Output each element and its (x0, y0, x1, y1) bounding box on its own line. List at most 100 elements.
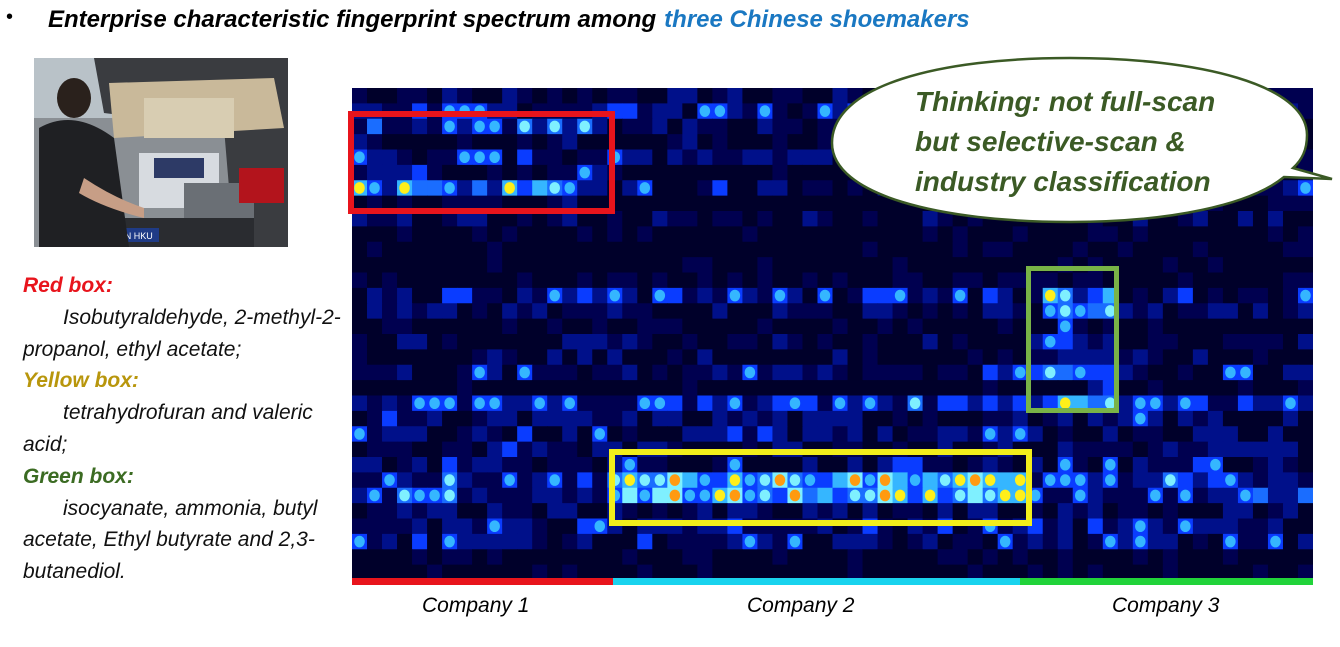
heatmap-cell (817, 211, 833, 227)
heatmap-cell (352, 303, 368, 320)
heatmap-cell (757, 226, 773, 243)
heatmap-cell (1207, 410, 1224, 427)
heatmap-cell (577, 211, 593, 227)
heatmap-cell (1072, 564, 1089, 580)
heatmap-cell (802, 318, 818, 335)
heatmap-peak (444, 535, 455, 548)
heatmap-cell (1207, 318, 1224, 335)
heatmap-cell (1132, 334, 1149, 350)
heatmap-cell (562, 241, 578, 258)
heatmap-cell (502, 533, 518, 550)
heatmap-cell (727, 149, 743, 166)
heatmap-cell (637, 134, 653, 151)
heatmap-cell (457, 303, 473, 320)
heatmap-cell (697, 226, 713, 243)
heatmap-cell (1282, 272, 1299, 289)
heatmap-cell (847, 211, 864, 227)
heatmap-cell (592, 149, 608, 166)
heatmap-cell (562, 118, 578, 135)
heatmap-cell (622, 103, 638, 120)
heatmap-cell (997, 334, 1014, 350)
heatmap-cell (1207, 334, 1224, 350)
heatmap-cell (787, 134, 803, 151)
heatmap-cell (772, 564, 788, 580)
heatmap-cell (412, 410, 428, 427)
heatmap-cell (427, 180, 443, 197)
heatmap-cell (547, 211, 563, 227)
heatmap-cell (772, 503, 788, 520)
heatmap-cell (442, 88, 458, 104)
heatmap-cell (727, 257, 743, 274)
heatmap-cell (1147, 426, 1164, 443)
heatmap-cell (457, 457, 473, 473)
heatmap-cell (412, 518, 428, 535)
heatmap-cell (697, 318, 713, 335)
heatmap-cell (817, 426, 833, 443)
heatmap-peak (1105, 397, 1116, 410)
heatmap-cell (892, 349, 909, 366)
heatmap-peak (549, 474, 560, 486)
heatmap-cell (577, 257, 593, 274)
heatmap-cell (1297, 503, 1313, 520)
heatmap-cell (937, 303, 954, 320)
heatmap-cell (367, 349, 383, 366)
heatmap-cell (637, 88, 653, 104)
heatmap-cell (547, 564, 563, 580)
heatmap-cell (622, 134, 638, 151)
heatmap-cell (637, 241, 653, 258)
heatmap-cell (1222, 318, 1239, 335)
heatmap-cell (757, 533, 773, 550)
heatmap-cell (457, 395, 473, 412)
heatmap-cell (352, 564, 368, 580)
heatmap-cell (397, 303, 413, 320)
heatmap-cell (1192, 457, 1209, 473)
heatmap-peak (999, 489, 1011, 502)
heatmap-cell (787, 318, 803, 335)
heatmap-cell (967, 487, 984, 504)
heatmap-cell (592, 487, 608, 504)
heatmap-cell (1132, 564, 1149, 580)
heatmap-cell (982, 318, 999, 335)
heatmap-peak (534, 397, 545, 410)
heatmap-cell (712, 180, 728, 197)
heatmap-cell (847, 410, 864, 427)
heatmap-cell (352, 441, 368, 458)
heatmap-cell (712, 472, 728, 489)
heatmap-cell (427, 318, 443, 335)
heatmap-peak (744, 535, 756, 548)
heatmap-cell (1162, 257, 1179, 274)
heatmap-cell (487, 257, 503, 274)
heatmap-cell (877, 226, 894, 243)
heatmap-peak (639, 489, 651, 502)
heatmap-cell (937, 334, 954, 350)
heatmap-cell (682, 257, 698, 274)
heatmap-cell (562, 457, 578, 473)
heatmap-cell (1147, 533, 1164, 550)
heatmap-cell (937, 349, 954, 366)
heatmap-cell (367, 211, 383, 227)
heatmap-cell (1057, 503, 1074, 520)
heatmap-cell (772, 395, 788, 412)
heatmap-cell (472, 164, 488, 181)
heatmap-cell (772, 303, 788, 320)
heatmap-cell (1207, 211, 1224, 227)
heatmap-cell (742, 349, 758, 366)
heatmap-cell (397, 257, 413, 274)
heatmap-cell (382, 380, 398, 397)
heatmap-cell (787, 410, 803, 427)
heatmap-cell (532, 303, 548, 320)
heatmap-cell (1192, 503, 1209, 520)
heatmap-cell (1087, 303, 1104, 320)
heatmap-cell (577, 533, 593, 550)
heatmap-cell (1297, 549, 1313, 566)
heatmap-peak (1105, 305, 1116, 317)
heatmap-cell (487, 195, 503, 212)
heatmap-cell (1057, 518, 1074, 535)
heatmap-cell (712, 364, 728, 381)
heatmap-cell (652, 103, 668, 120)
heatmap-cell (472, 303, 488, 320)
heatmap-cell (1042, 549, 1059, 566)
heatmap-cell (622, 272, 638, 289)
heatmap-cell (907, 226, 924, 243)
heatmap-cell (907, 410, 924, 427)
